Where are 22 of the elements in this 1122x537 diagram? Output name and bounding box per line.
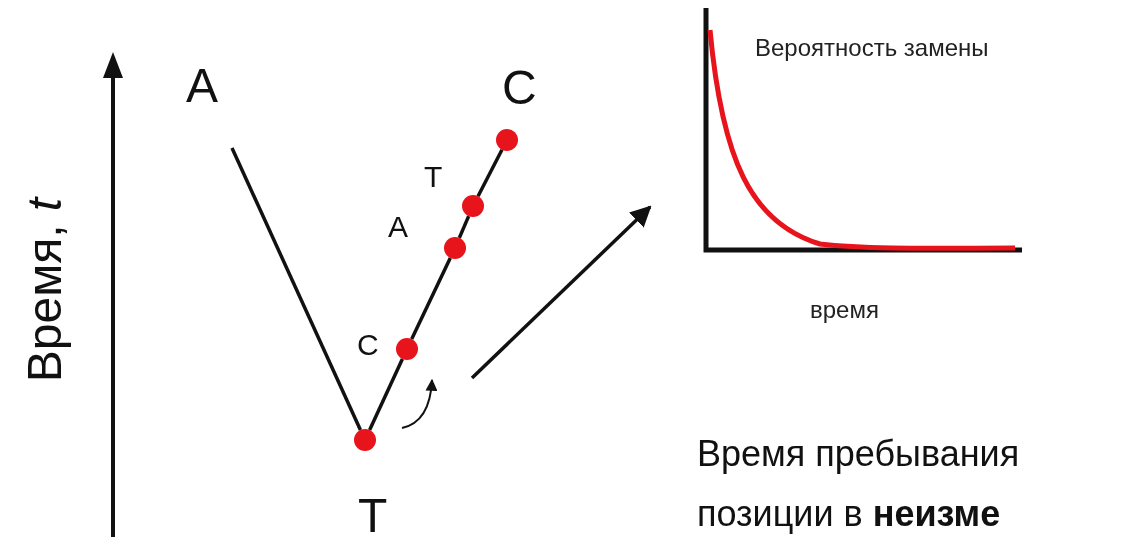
substitution-dot [444,237,466,259]
arrow [470,205,652,380]
nucleotide-label: T [424,162,443,192]
axis-label: Время, t [21,197,69,383]
nucleotide-label: A [186,62,218,110]
branch-line [457,215,471,239]
chart-title: Вероятность замены [755,36,989,60]
substitution-dot [396,338,418,360]
nucleotide-label: T [358,492,388,537]
axis-label: время [810,298,879,322]
note-text: Время пребывания [697,436,1020,472]
branch-line [476,148,504,198]
nucleotide-label: C [357,330,379,360]
branch-line [368,358,404,431]
branch-line [410,257,452,340]
substitution-dot [462,195,484,217]
nucleotide-label: C [502,64,537,112]
nucleotide-label: A [388,212,408,242]
branch-line [230,147,363,431]
substitution-dot [496,129,518,151]
substitution-dot [354,429,376,451]
note-text: позиции в неизме [697,496,1001,532]
